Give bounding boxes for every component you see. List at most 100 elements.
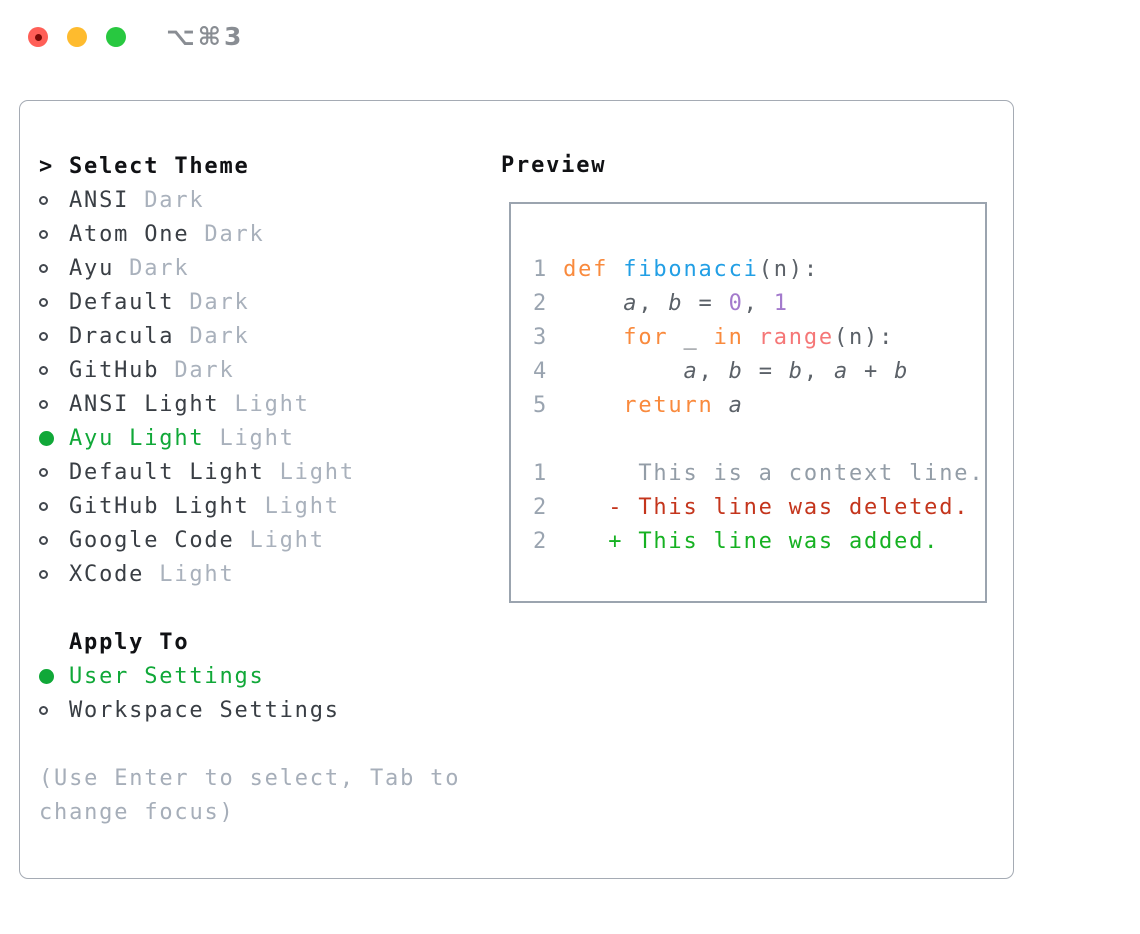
- token-pln: [563, 359, 683, 384]
- theme-item-ansi-light[interactable]: ANSI Light Light: [39, 387, 484, 421]
- minimize-button[interactable]: [67, 27, 87, 47]
- token-itl: a: [728, 393, 744, 418]
- theme-variant-tag: Dark: [174, 289, 250, 315]
- token-ctx: This is a context line.: [608, 461, 985, 486]
- token-pln: =: [743, 359, 789, 384]
- theme-item-ayu[interactable]: Ayu Dark: [39, 251, 484, 285]
- apply-option-workspace-settings[interactable]: Workspace Settings: [39, 693, 484, 727]
- token-itl: a: [683, 359, 699, 384]
- option-label: Atom One: [69, 221, 190, 247]
- theme-variant-tag: Light: [249, 493, 340, 519]
- select-theme-label: Select Theme: [69, 153, 250, 179]
- option-label: Workspace Settings: [69, 697, 340, 723]
- circle-shape: [39, 467, 48, 477]
- token-pln: (n):: [833, 325, 895, 350]
- preview-section: Preview 1 def fibonacci(n):2 a, b = 0, 1…: [501, 149, 987, 603]
- option-label: GitHub: [69, 357, 160, 383]
- token-gut: 4: [533, 359, 564, 384]
- zoom-button[interactable]: [106, 27, 126, 47]
- circle-shape: [39, 331, 48, 341]
- spacer-row: [39, 591, 484, 625]
- theme-variant-tag: Light: [204, 425, 295, 451]
- theme-variant-tag: Dark: [189, 221, 265, 247]
- token-kw: def: [563, 257, 624, 282]
- theme-variant-tag: Dark: [159, 357, 235, 383]
- radio-icon: [39, 331, 69, 341]
- circle-shape: [39, 668, 54, 684]
- theme-item-github[interactable]: GitHub Dark: [39, 353, 484, 387]
- code-line-5: 5 return a: [533, 389, 985, 423]
- blank-line: [533, 423, 985, 457]
- theme-variant-tag: Light: [144, 561, 235, 587]
- token-itl: b: [788, 359, 804, 384]
- token-itl: b: [728, 359, 744, 384]
- theme-item-ansi[interactable]: ANSI Dark: [39, 183, 484, 217]
- apply-to-label: Apply To: [69, 629, 190, 655]
- theme-variant-tag: Light: [219, 391, 310, 417]
- token-itl: b: [668, 291, 684, 316]
- prompt-icon: >: [39, 153, 55, 179]
- token-gut: 3: [533, 325, 564, 350]
- theme-item-github-light[interactable]: GitHub Light Light: [39, 489, 484, 523]
- option-label: User Settings: [69, 663, 265, 689]
- token-kw: return: [623, 393, 729, 418]
- theme-variant-tag: Dark: [174, 323, 250, 349]
- preview-title: Preview: [501, 153, 607, 178]
- code-line-1: 1 def fibonacci(n):: [533, 253, 985, 287]
- option-label: ANSI Light: [69, 391, 220, 417]
- blank-line: [533, 219, 985, 253]
- token-gut: 5: [533, 393, 564, 418]
- circle-shape: [39, 569, 48, 579]
- radio-icon: [39, 501, 69, 511]
- circle-shape: [39, 705, 48, 715]
- token-pln: (n):: [758, 257, 819, 282]
- circle-shape: [39, 365, 48, 375]
- theme-item-default[interactable]: Default Dark: [39, 285, 484, 319]
- theme-item-xcode[interactable]: XCode Light: [39, 557, 484, 591]
- token-gut: 2: [533, 291, 564, 316]
- circle-shape: [39, 195, 48, 205]
- option-label: ANSI: [69, 187, 130, 213]
- token-itl: a: [833, 359, 849, 384]
- token-pln: =: [683, 291, 729, 316]
- titlebar: ⌥⌘3: [0, 0, 1140, 75]
- radio-icon: [39, 569, 69, 579]
- token-pln: [563, 291, 623, 316]
- option-label: Google Code: [69, 527, 235, 553]
- theme-item-ayu-light[interactable]: Ayu Light Light: [39, 421, 484, 455]
- option-label: GitHub Light: [69, 493, 250, 519]
- close-dot-icon: [34, 33, 42, 41]
- circle-shape: [39, 535, 48, 545]
- diff-deleted-line: 2 - This line was deleted.: [533, 491, 985, 525]
- token-num: 1: [773, 291, 789, 316]
- radio-icon: [39, 399, 69, 409]
- token-kw: for: [623, 325, 684, 350]
- circle-shape: [39, 297, 48, 307]
- radio-icon: [39, 263, 69, 273]
- option-label: Dracula: [69, 323, 175, 349]
- token-pln: [563, 393, 623, 418]
- theme-item-dracula[interactable]: Dracula Dark: [39, 319, 484, 353]
- radio-selected-icon: [39, 668, 69, 684]
- theme-item-atom-one[interactable]: Atom One Dark: [39, 217, 484, 251]
- spacer-row: [39, 727, 484, 761]
- option-label: Default: [69, 289, 175, 315]
- token-add: + This line was added.: [608, 529, 940, 554]
- token-itl: b: [894, 359, 910, 384]
- token-gut: 1: [533, 461, 609, 486]
- token-pln: +: [848, 359, 895, 384]
- code-line-3: 3 for _ in range(n):: [533, 321, 985, 355]
- apply-option-user-settings[interactable]: User Settings: [39, 659, 484, 693]
- diff-added-line: 2 + This line was added.: [533, 525, 985, 559]
- select-theme-header: > Select Theme: [39, 149, 484, 183]
- theme-item-default-light[interactable]: Default Light Light: [39, 455, 484, 489]
- token-pln: ,: [803, 359, 834, 384]
- close-button[interactable]: [28, 27, 48, 47]
- radio-icon: [39, 365, 69, 375]
- code-line-2: 2 a, b = 0, 1: [533, 287, 985, 321]
- radio-icon: [39, 229, 69, 239]
- theme-item-google-code[interactable]: Google Code Light: [39, 523, 484, 557]
